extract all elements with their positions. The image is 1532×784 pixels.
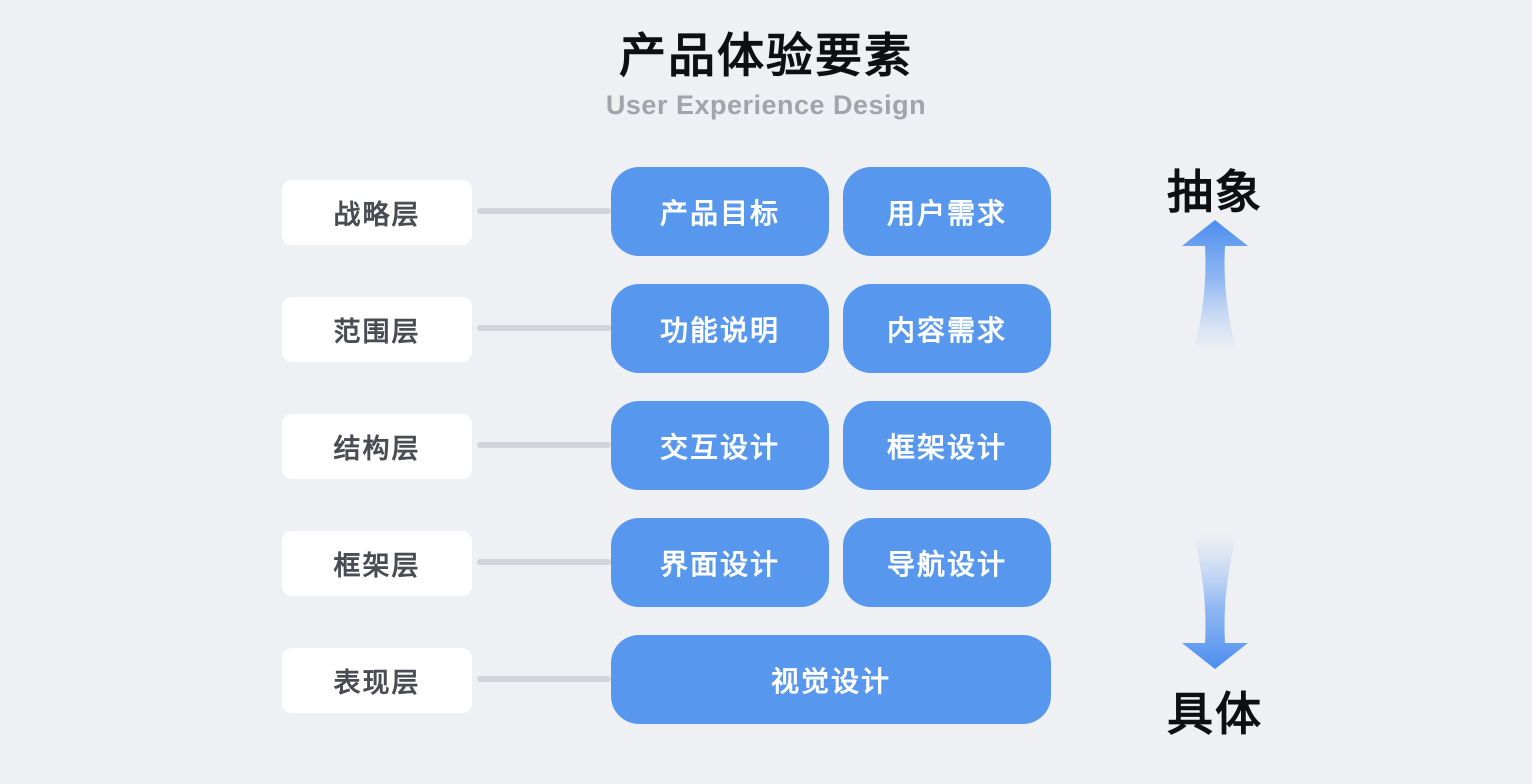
concrete-label: 具体 xyxy=(1167,688,1263,740)
element-product-goals: 产品目标 xyxy=(611,167,829,256)
layer-row-scope: 范围层 功能说明 内容需求 xyxy=(0,284,1100,373)
element-content-requirements: 内容需求 xyxy=(843,284,1051,373)
element-user-needs: 用户需求 xyxy=(843,167,1051,256)
connector-line xyxy=(477,442,611,448)
connector-line xyxy=(477,676,611,682)
up-arrow-icon xyxy=(1182,220,1248,352)
connector-line xyxy=(477,208,611,214)
layer-row-structure: 结构层 交互设计 框架设计 xyxy=(0,401,1100,490)
element-interface-design: 界面设计 xyxy=(611,518,829,607)
connector-line xyxy=(477,325,611,331)
element-interaction-design: 交互设计 xyxy=(611,401,829,490)
layer-label-scope: 范围层 xyxy=(282,297,472,362)
layer-row-strategy: 战略层 产品目标 用户需求 xyxy=(0,167,1100,256)
element-navigation-design: 导航设计 xyxy=(843,518,1051,607)
header: 产品体验要素 User Experience Design xyxy=(0,30,1532,121)
layer-label-surface: 表现层 xyxy=(282,648,472,713)
layer-label-skeleton: 框架层 xyxy=(282,531,472,596)
connector-line xyxy=(477,559,611,565)
abstract-label: 抽象 xyxy=(1167,166,1263,218)
layer-label-strategy: 战略层 xyxy=(282,180,472,245)
element-framework-design: 框架设计 xyxy=(843,401,1051,490)
page-subtitle: User Experience Design xyxy=(605,89,927,120)
layer-row-surface: 表现层 视觉设计 xyxy=(0,635,1100,724)
layer-row-skeleton: 框架层 界面设计 导航设计 xyxy=(0,518,1100,607)
element-visual-design: 视觉设计 xyxy=(611,635,1051,724)
down-arrow-icon xyxy=(1182,533,1248,669)
page-title: 产品体验要素 xyxy=(619,29,913,82)
element-functional-specs: 功能说明 xyxy=(611,284,829,373)
layer-label-structure: 结构层 xyxy=(282,414,472,479)
